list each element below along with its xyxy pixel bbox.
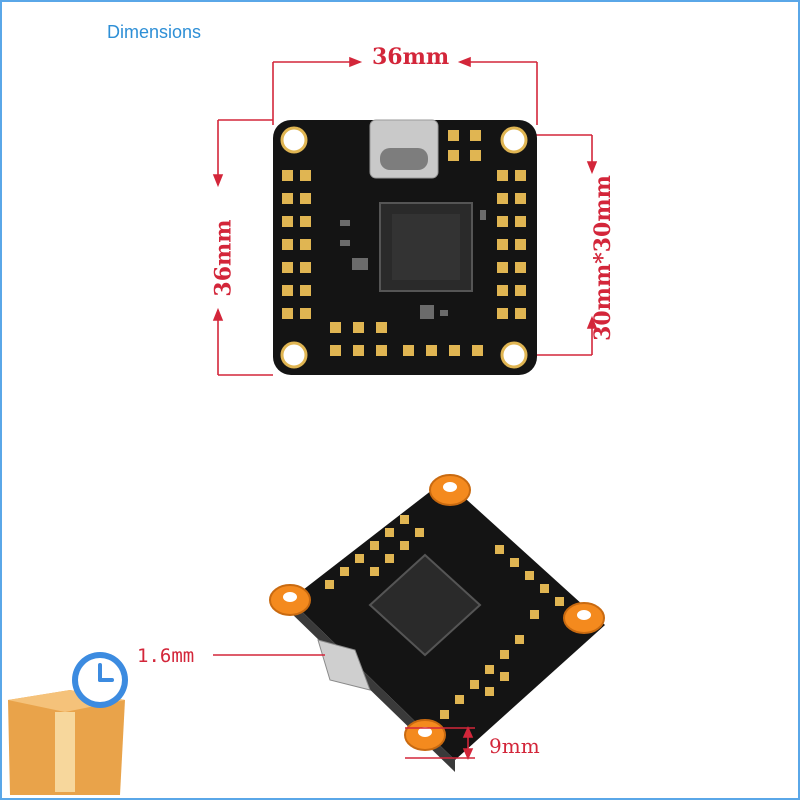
package-box-icon (8, 690, 125, 795)
usb-thickness-label: 1.6mm (137, 645, 195, 667)
page-title: Dimensions (107, 22, 202, 42)
mount-spacing-label: 30mm*30mm (589, 175, 616, 341)
left-dimension-lines (212, 119, 273, 376)
standoff-height-label: 9mm (489, 734, 540, 758)
width-label: 36mm (372, 44, 450, 70)
delivery-badge (8, 652, 128, 795)
clock-icon (72, 652, 128, 708)
top-dimension-lines (272, 56, 538, 125)
standoff-height-lines (405, 726, 475, 760)
height-label: 36mm (210, 219, 237, 297)
bottom-board (269, 474, 605, 772)
top-board (273, 119, 537, 375)
